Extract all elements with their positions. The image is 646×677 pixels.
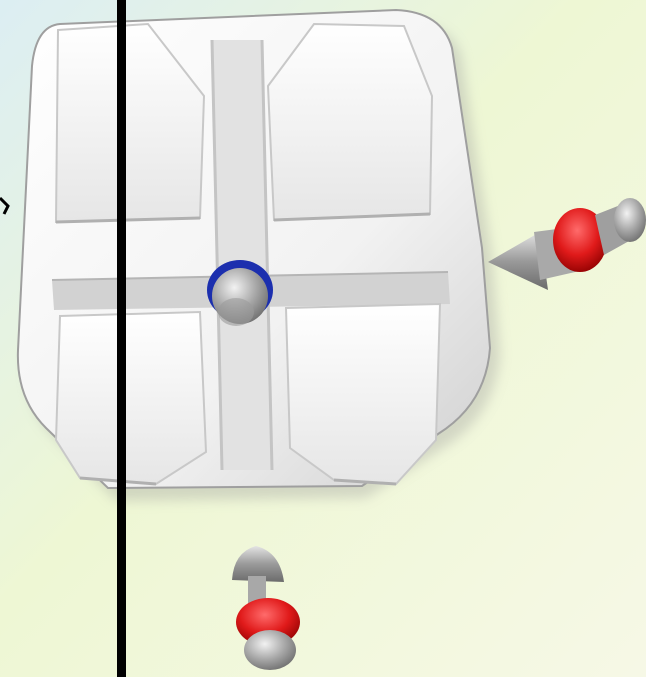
right-pin-icon [488,198,646,290]
center-knob-icon [207,260,273,326]
bottom-pin-icon [232,546,300,670]
bracket-body-icon [16,8,500,501]
left-edge-tick [0,196,10,215]
vertical-divider-line [117,0,126,677]
